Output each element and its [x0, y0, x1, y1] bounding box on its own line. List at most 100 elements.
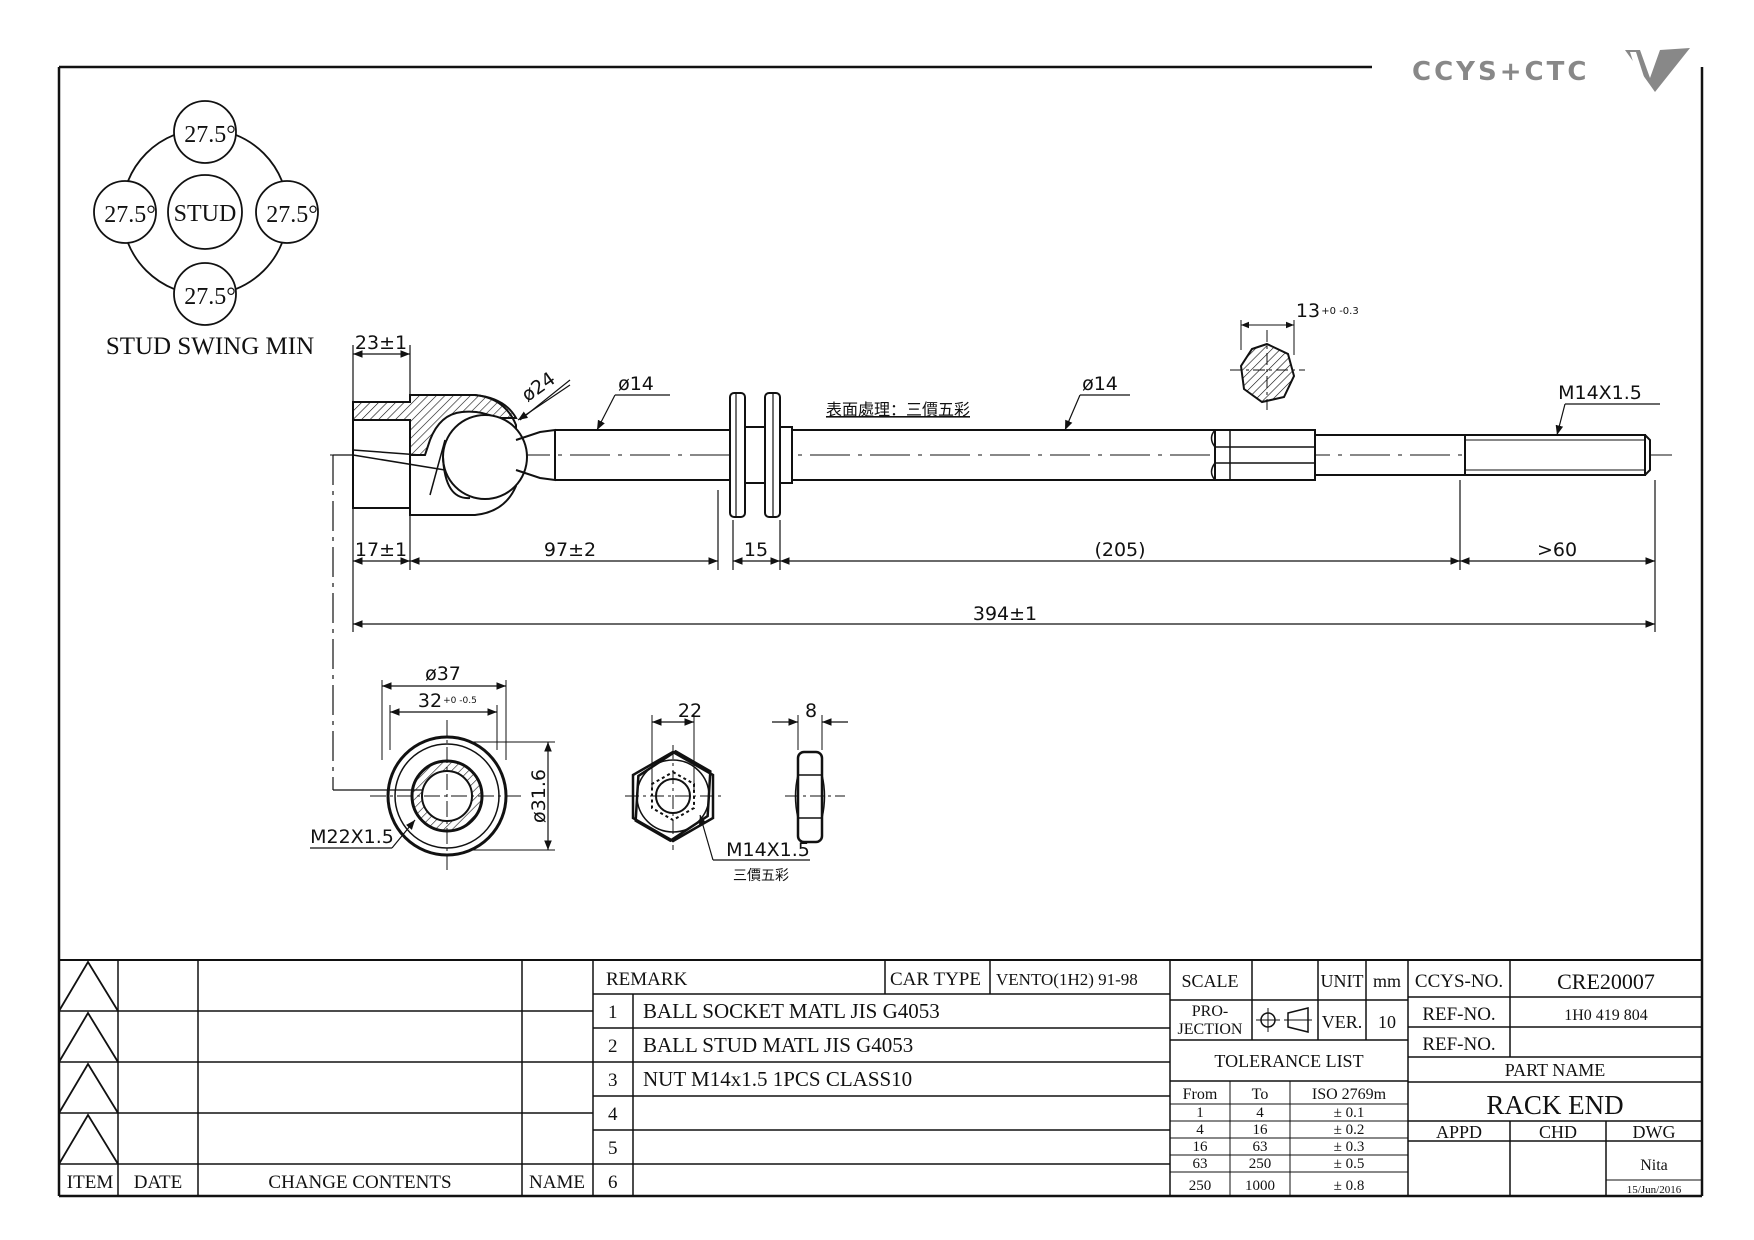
swing-bottom-value: 27.5° [184, 284, 236, 310]
ball [442, 414, 528, 500]
dim-32: 32 [418, 690, 442, 712]
swing-left-value: 27.5° [104, 202, 156, 228]
drawing-date: 15/Jun/2016 [1627, 1184, 1682, 1196]
dim-m22: M22X1.5 [310, 826, 394, 848]
remark-no-3: 3 [608, 1070, 618, 1091]
tol-from-3: 16 [1193, 1139, 1209, 1155]
car-type-label: CAR TYPE [890, 969, 981, 990]
tol-value-1: ± 0.1 [1334, 1105, 1365, 1121]
dim-97: 97±2 [544, 539, 596, 561]
ref-no-value-1: 1H0 419 804 [1564, 1007, 1648, 1024]
swing-right-value: 27.5° [266, 202, 318, 228]
tol-from-5: 250 [1189, 1178, 1212, 1194]
hex-cross-section [1230, 320, 1305, 410]
part-name-value: RACK END [1486, 1090, 1623, 1120]
ccys-no-value: CRE20007 [1557, 969, 1655, 994]
swing-top-value: 27.5° [184, 122, 236, 148]
dimension-lines [332, 345, 1660, 791]
dim-394: 394±1 [973, 603, 1037, 625]
surface-finish-note: 表面處理：三價五彩 [826, 400, 970, 419]
dim-nut-thread: M14X1.5 [726, 839, 810, 861]
rack-end-side-view [330, 392, 1672, 518]
ver-value: 10 [1378, 1012, 1396, 1032]
tol-to-1: 4 [1256, 1105, 1264, 1121]
stud-label: STUD [174, 201, 237, 227]
projection-label-1: PRO- [1192, 1003, 1228, 1020]
dim-nut-22: 22 [678, 700, 702, 722]
tol-to-2: 16 [1253, 1122, 1269, 1138]
stud-center-circle [167, 174, 243, 250]
dim-32-tol: +0 -0.5 [443, 696, 477, 706]
ver-label: VER. [1322, 1012, 1363, 1032]
dim-dia14-b: ø14 [1082, 373, 1118, 395]
swing-bottom-circle [173, 262, 237, 326]
nut-finish-note: 三價五彩 [733, 867, 789, 884]
brand-name: CCYS+CTC [1412, 57, 1589, 87]
projection-label-2: JECTION [1178, 1021, 1243, 1038]
tol-value-4: ± 0.5 [1334, 1156, 1365, 1172]
dim-nut-8: 8 [805, 700, 817, 722]
revision-block [58, 960, 594, 1196]
hex-nut-side-view [772, 715, 848, 844]
dim-thread-m14: M14X1.5 [1558, 382, 1642, 404]
hex-section [1214, 429, 1316, 481]
scale-label: SCALE [1181, 971, 1238, 991]
tol-header-from: From [1183, 1086, 1218, 1103]
ref-no-label-2: REF-NO. [1422, 1034, 1495, 1055]
ref-no-label-1: REF-NO. [1422, 1004, 1495, 1025]
remark-no-1: 1 [608, 1002, 618, 1023]
tol-to-5: 1000 [1245, 1178, 1275, 1194]
ccys-no-label: CCYS-NO. [1415, 971, 1503, 992]
swing-top-circle [173, 100, 237, 164]
thread-section [1464, 434, 1646, 476]
tol-value-5: ± 0.8 [1334, 1178, 1365, 1194]
socket-end-view [310, 680, 555, 870]
dim-hex-13: 13 [1296, 300, 1320, 322]
tol-header-to: To [1252, 1086, 1269, 1103]
tol-from-2: 4 [1196, 1122, 1204, 1138]
tolerance-title: TOLERANCE LIST [1214, 1051, 1363, 1071]
rev-header-name: NAME [529, 1172, 585, 1193]
rev-header-change: CHANGE CONTENTS [268, 1172, 451, 1193]
remark-no-2: 2 [608, 1036, 618, 1057]
sheet-frame [57, 65, 1704, 1198]
collar [729, 392, 746, 518]
dwg-label: DWG [1633, 1122, 1676, 1142]
stud-swing-label: STUD SWING MIN [106, 333, 314, 360]
car-type-value: VENTO(1H2) 91-98 [996, 970, 1138, 989]
remark-text-2: BALL STUD MATL JIS G4053 [643, 1033, 913, 1057]
remark-no-4: 4 [608, 1104, 618, 1125]
dim-205: (205) [1094, 539, 1145, 561]
tol-from-4: 63 [1193, 1156, 1208, 1172]
dim-23: 23±1 [355, 332, 407, 354]
ctc-logo-icon [1625, 48, 1690, 92]
rev-header-item: ITEM [67, 1172, 114, 1193]
tol-to-4: 250 [1249, 1156, 1272, 1172]
unit-label: UNIT [1321, 971, 1364, 991]
dim-hex-13-tol: +0 -0.3 [1321, 306, 1358, 317]
dim-dia14-a: ø14 [618, 373, 654, 395]
title-block [1408, 960, 1702, 1196]
socket-hatch-top [352, 394, 518, 456]
remark-no-5: 5 [608, 1138, 618, 1159]
part-name-label: PART NAME [1505, 1060, 1605, 1080]
dim-dia37: ø37 [425, 663, 461, 685]
hex-nut-front-view [625, 715, 810, 861]
swing-right-circle [255, 180, 319, 244]
remark-text-1: BALL SOCKET MATL JIS G4053 [643, 999, 940, 1023]
scale-tolerance-block [1170, 960, 1409, 1196]
unit-value: mm [1373, 971, 1401, 991]
dim-15: 15 [744, 539, 768, 561]
remark-no-6: 6 [608, 1172, 618, 1193]
remark-block [593, 960, 1171, 1196]
tol-header-iso: ISO 2769m [1312, 1086, 1387, 1103]
rev-header-date: DATE [134, 1172, 183, 1193]
stud-swing-diagram [93, 100, 319, 326]
dim-60: >60 [1537, 539, 1577, 561]
tol-value-2: ± 0.2 [1334, 1122, 1365, 1138]
dim-dia24: ø24 [518, 368, 560, 407]
swing-left-circle [93, 180, 157, 244]
dim-17: 17±1 [355, 539, 407, 561]
dim-dia31-6: ø31.6 [528, 769, 550, 823]
